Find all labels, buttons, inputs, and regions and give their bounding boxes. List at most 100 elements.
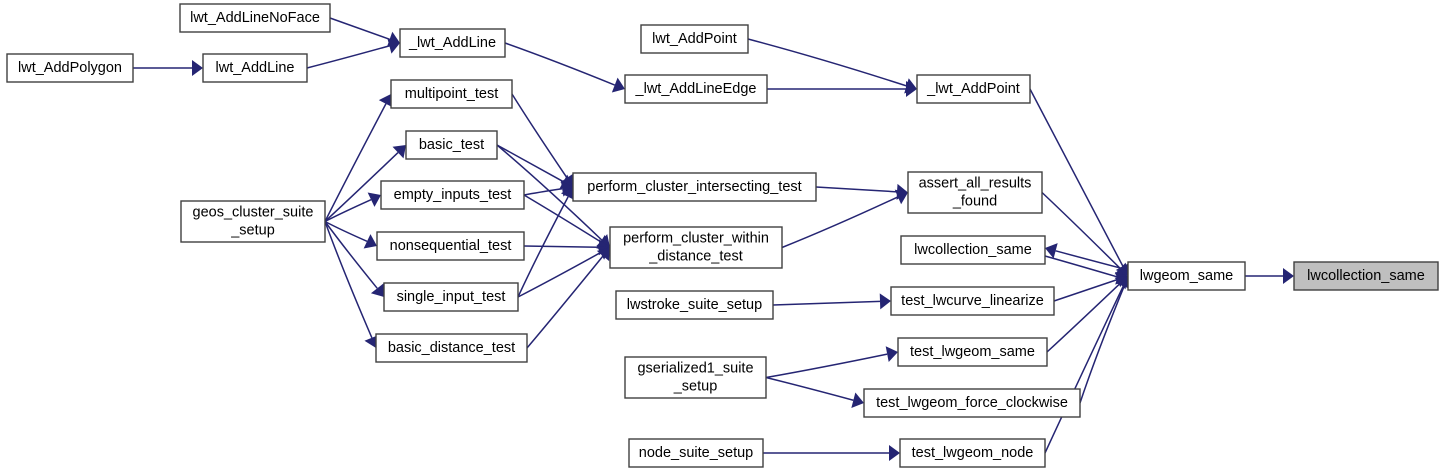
node-label: test_lwgeom_node <box>912 445 1034 461</box>
call-edge <box>306 45 390 69</box>
node-box[interactable] <box>202 53 308 83</box>
node-label: test_lwcurve_linearize <box>901 293 1044 309</box>
graph-node[interactable]: geos_cluster_suite_setup <box>180 200 326 243</box>
node-label: test_lwgeom_same <box>910 344 1035 360</box>
call-edge <box>1079 286 1125 404</box>
graph-node[interactable]: lwcollection_same <box>1293 261 1439 291</box>
arrow-head-icon <box>1116 276 1131 290</box>
node-box[interactable] <box>900 235 1046 265</box>
graph-node[interactable]: test_lwgeom_node <box>899 438 1046 468</box>
graph-node[interactable]: _lwt_AddLineEdge <box>624 74 768 104</box>
node-label: lwt_AddLineNoFace <box>190 10 320 26</box>
graph-node[interactable]: perform_cluster_intersecting_test <box>572 172 817 202</box>
call-edge <box>511 93 568 179</box>
graph-node[interactable]: node_suite_setup <box>628 438 764 468</box>
node-layer: lwt_AddPolygon lwt_AddLineNoFace lwt_AddLi… <box>6 3 1439 468</box>
call-edge <box>523 188 563 196</box>
node-box[interactable] <box>628 438 764 468</box>
node-box[interactable] <box>1127 261 1246 291</box>
call-edge <box>504 42 616 86</box>
graph-node[interactable]: perform_cluster_within_distance_test <box>609 226 783 269</box>
node-box[interactable] <box>609 226 783 269</box>
call-edge <box>517 252 601 298</box>
graph-node[interactable]: assert_all_results_found <box>907 171 1043 214</box>
node-box[interactable] <box>863 388 1081 418</box>
arrow-head-icon <box>894 189 908 205</box>
graph-node[interactable]: test_lwgeom_force_clockwise <box>863 388 1081 418</box>
graph-node[interactable]: test_lwcurve_linearize <box>890 286 1055 316</box>
graph-node[interactable]: lwcollection_same <box>900 235 1046 265</box>
node-box[interactable] <box>640 24 749 54</box>
arrow-head-icon <box>1114 262 1128 276</box>
call-edge <box>496 144 564 183</box>
node-box[interactable] <box>6 53 134 83</box>
node-label: test_lwgeom_force_clockwise <box>876 395 1068 411</box>
node-label: lwcollection_same <box>1307 268 1425 284</box>
graph-node[interactable]: test_lwgeom_same <box>897 337 1048 367</box>
call-edge <box>772 300 881 306</box>
graph-node[interactable]: lwstroke_suite_setup <box>615 290 774 320</box>
graph-node[interactable]: lwgeom_same <box>1127 261 1246 291</box>
graph-node[interactable]: lwt_AddPolygon <box>6 53 134 83</box>
node-box[interactable] <box>376 231 525 261</box>
graph-node[interactable]: empty_inputs_test <box>380 180 525 210</box>
node-label: basic_distance_test <box>388 340 515 356</box>
call-edge <box>1044 255 1118 278</box>
node-box[interactable] <box>399 28 506 58</box>
node-label: nonsequential_test <box>390 238 512 254</box>
node-box[interactable] <box>890 286 1055 316</box>
node-box[interactable] <box>383 282 519 312</box>
node-box[interactable] <box>180 200 326 243</box>
call-edge <box>496 144 603 241</box>
graph-node[interactable]: single_input_test <box>383 282 519 312</box>
call-edge <box>1046 282 1121 353</box>
arrow-head-icon <box>851 392 864 408</box>
node-box[interactable] <box>899 438 1046 468</box>
node-box[interactable] <box>572 172 817 202</box>
node-box[interactable] <box>624 74 768 104</box>
graph-node[interactable]: _lwt_AddLine <box>399 28 506 58</box>
call-edge <box>523 245 600 249</box>
graph-node[interactable]: multipoint_test <box>390 79 513 109</box>
arrow-head-icon <box>885 346 898 362</box>
node-label: lwcollection_same <box>914 242 1032 258</box>
node-box[interactable] <box>405 130 498 160</box>
call-edge <box>324 220 368 242</box>
node-label: _distance_test <box>648 248 743 264</box>
node-label: lwt_AddPoint <box>652 31 737 47</box>
node-box[interactable] <box>615 290 774 320</box>
node-box[interactable] <box>907 171 1043 214</box>
node-box[interactable] <box>916 74 1031 104</box>
arrow-head-icon <box>367 192 381 207</box>
node-label: lwt_AddLine <box>216 60 295 76</box>
arrow-head-icon <box>889 445 900 461</box>
arrow-head-icon <box>363 234 377 249</box>
node-box[interactable] <box>179 3 331 33</box>
node-box[interactable] <box>624 356 767 399</box>
call-edge <box>1044 285 1125 454</box>
call-edge <box>324 221 378 289</box>
graph-node[interactable]: lwt_AddPoint <box>640 24 749 54</box>
call-edge <box>765 353 888 379</box>
graph-node[interactable]: gserialized1_suite_setup <box>624 356 767 399</box>
node-box[interactable] <box>897 337 1048 367</box>
graph-node[interactable]: lwt_AddLineNoFace <box>179 3 331 33</box>
arrow-head-icon <box>906 81 917 97</box>
node-box[interactable] <box>1293 261 1439 291</box>
arrow-head-icon <box>370 283 384 297</box>
arrow-head-icon <box>378 94 394 108</box>
node-box[interactable] <box>390 79 513 109</box>
arrow-head-icon <box>1283 268 1294 284</box>
graph-node[interactable]: basic_test <box>405 130 498 160</box>
call-edge <box>324 103 387 222</box>
graph-node[interactable]: nonsequential_test <box>376 231 525 261</box>
arrow-head-icon <box>596 247 610 262</box>
node-box[interactable] <box>375 333 528 363</box>
node-label: perform_cluster_intersecting_test <box>587 179 801 195</box>
graph-node[interactable]: lwt_AddLine <box>202 53 308 83</box>
graph-node[interactable]: basic_distance_test <box>375 333 528 363</box>
call-edge <box>1055 250 1129 271</box>
graph-node[interactable]: _lwt_AddPoint <box>916 74 1031 104</box>
node-box[interactable] <box>380 180 525 210</box>
